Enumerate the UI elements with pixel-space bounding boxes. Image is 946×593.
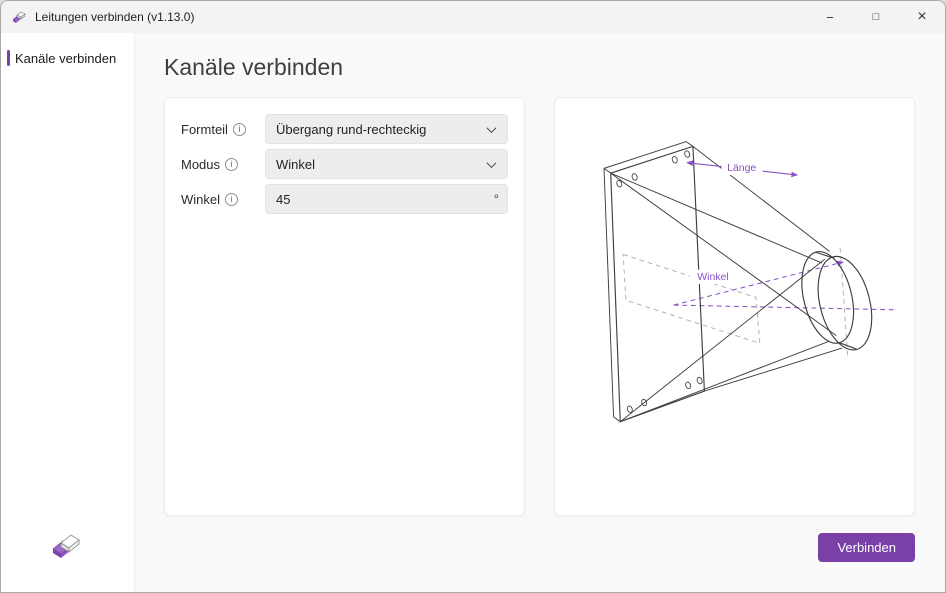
- info-icon[interactable]: [225, 192, 239, 206]
- window-title: Leitungen verbinden (v1.13.0): [35, 10, 195, 24]
- info-icon[interactable]: [225, 157, 239, 171]
- chevron-down-icon: [486, 122, 497, 133]
- duct-logo-icon: [1, 527, 134, 592]
- diagram-card: Länge Winkel: [554, 97, 915, 516]
- sidebar-item-label: Kanäle verbinden: [15, 50, 117, 66]
- winkel-label: Winkel: [181, 192, 265, 207]
- formteil-select[interactable]: Übergang rund-rechteckig: [265, 114, 508, 144]
- maximize-button[interactable]: □: [853, 1, 899, 33]
- close-button[interactable]: ×: [899, 1, 945, 33]
- page-title: Kanäle verbinden: [164, 54, 344, 80]
- formteil-select-value: Übergang rund-rechteckig: [276, 121, 427, 137]
- panels: Formteil Übergang rund-rechteckig Modus: [164, 97, 915, 516]
- winkel-input[interactable]: [265, 184, 508, 214]
- chevron-down-icon: [486, 157, 497, 168]
- formteil-label: Formteil: [181, 122, 265, 137]
- winkel-input-wrap: °: [265, 184, 508, 214]
- winkel-label-text: Winkel: [181, 191, 221, 207]
- info-icon[interactable]: [232, 122, 246, 136]
- form-card: Formteil Übergang rund-rechteckig Modus: [164, 97, 525, 516]
- winkel-label: Winkel: [697, 271, 729, 283]
- form-row-winkel: Winkel °: [181, 184, 508, 214]
- modus-select-value: Winkel: [276, 156, 316, 172]
- main-content: Kanäle verbinden Formteil Übergang rund-…: [135, 33, 945, 592]
- active-indicator: [7, 50, 10, 66]
- modus-label-text: Modus: [181, 156, 221, 172]
- sidebar: Kanäle verbinden: [1, 33, 135, 592]
- footer-actions: Verbinden: [164, 516, 915, 562]
- laenge-label: Länge: [727, 162, 756, 174]
- modus-label: Modus: [181, 157, 265, 172]
- modus-select[interactable]: Winkel: [265, 149, 508, 179]
- window-controls: − □ ×: [807, 1, 945, 33]
- verbinden-button[interactable]: Verbinden: [818, 533, 915, 562]
- sidebar-item-kanaele-verbinden[interactable]: Kanäle verbinden: [1, 42, 130, 74]
- transition-diagram: Länge Winkel: [603, 141, 898, 423]
- form-row-formteil: Formteil Übergang rund-rechteckig: [181, 114, 508, 144]
- app-icon: [11, 9, 27, 25]
- formteil-label-text: Formteil: [181, 121, 228, 137]
- minimize-button[interactable]: −: [807, 1, 853, 33]
- form-row-modus: Modus Winkel: [181, 149, 508, 179]
- titlebar: Leitungen verbinden (v1.13.0) − □ ×: [1, 1, 945, 33]
